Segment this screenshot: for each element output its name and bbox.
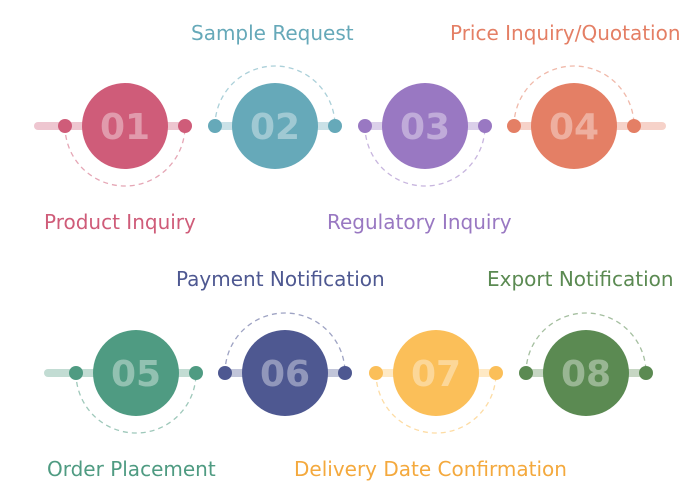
step-08-node: 08 xyxy=(543,330,629,416)
dot-01-left xyxy=(58,119,72,133)
arc-step-05 xyxy=(75,372,197,434)
step-06-node: 06 xyxy=(242,330,328,416)
dot-04-left xyxy=(507,119,521,133)
step-05-node: 05 xyxy=(93,330,179,416)
step-circles: 01 02 03 04 05 06 07 08 xyxy=(82,83,629,416)
dot-08-left xyxy=(519,366,533,380)
dot-03-right xyxy=(478,119,492,133)
step-02-number: 02 xyxy=(250,107,300,148)
arc-step-08 xyxy=(525,312,647,374)
arc-step-03 xyxy=(364,125,486,187)
step-04-number: 04 xyxy=(549,107,599,148)
arc-step-07 xyxy=(375,372,497,434)
arc-step-01 xyxy=(64,125,186,187)
step-08-label: Export Notification xyxy=(487,267,674,291)
dot-07-right xyxy=(489,366,503,380)
step-07-circle xyxy=(393,330,479,416)
dot-04-right xyxy=(627,119,641,133)
dot-03-left xyxy=(358,119,372,133)
arc-step-04 xyxy=(513,65,635,127)
arc-step-06 xyxy=(224,312,346,374)
step-02-label: Sample Request xyxy=(191,21,354,45)
step-04-label: Price Inquiry/Quotation xyxy=(450,21,681,45)
dot-07-left xyxy=(369,366,383,380)
dot-06-right xyxy=(338,366,352,380)
step-06-circle xyxy=(242,330,328,416)
dot-06-left xyxy=(218,366,232,380)
step-08-number: 08 xyxy=(561,354,611,395)
step-01-label: Product Inquiry xyxy=(44,210,196,234)
dot-05-left xyxy=(69,366,83,380)
dashed-arcs xyxy=(64,65,647,434)
step-03-node: 03 xyxy=(382,83,468,169)
step-03-number: 03 xyxy=(400,107,450,148)
step-06-label: Payment Notification xyxy=(176,267,385,291)
step-04-circle xyxy=(531,83,617,169)
dot-08-right xyxy=(639,366,653,380)
step-03-label: Regulatory Inquiry xyxy=(327,210,512,234)
step-02-circle xyxy=(232,83,318,169)
step-05-number: 05 xyxy=(111,354,161,395)
arc-step-02 xyxy=(214,65,336,127)
step-04-node: 04 xyxy=(531,83,617,169)
step-01-number: 01 xyxy=(100,107,150,148)
step-07-number: 07 xyxy=(411,354,461,395)
step-08-circle xyxy=(543,330,629,416)
step-01-node: 01 xyxy=(82,83,168,169)
step-07-label: Delivery Date Confirmation xyxy=(294,457,567,481)
dot-05-right xyxy=(189,366,203,380)
step-03-circle xyxy=(382,83,468,169)
dot-02-left xyxy=(208,119,222,133)
dot-02-right xyxy=(328,119,342,133)
step-02-node: 02 xyxy=(232,83,318,169)
dot-01-right xyxy=(178,119,192,133)
step-05-label: Order Placement xyxy=(47,457,216,481)
step-05-circle xyxy=(93,330,179,416)
step-01-circle xyxy=(82,83,168,169)
step-07-node: 07 xyxy=(393,330,479,416)
step-06-number: 06 xyxy=(260,354,310,395)
connector-dots xyxy=(58,119,653,380)
